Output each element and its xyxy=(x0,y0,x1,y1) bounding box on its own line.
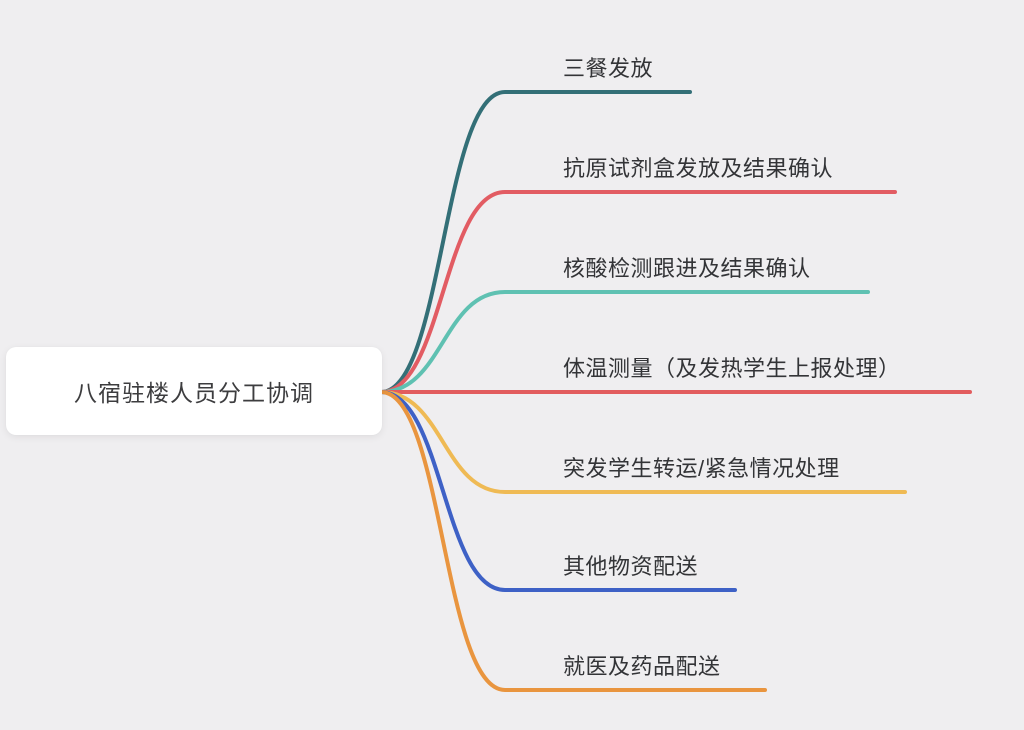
branch-line xyxy=(379,390,737,592)
root-node[interactable]: 八宿驻楼人员分工协调 xyxy=(6,347,382,435)
branch-label-pcr[interactable]: 核酸检测跟进及结果确认 xyxy=(563,256,811,281)
branch-line xyxy=(379,290,870,394)
branch-label-meals[interactable]: 三餐发放 xyxy=(563,56,654,81)
branch-line xyxy=(379,390,767,692)
branch-line xyxy=(379,390,907,494)
branch-label-antigen[interactable]: 抗原试剂盒发放及结果确认 xyxy=(563,156,834,181)
branch-line xyxy=(379,90,692,394)
branch-line xyxy=(379,190,897,394)
root-node-label: 八宿驻楼人员分工协调 xyxy=(74,380,314,406)
branch-label-temperature[interactable]: 体温测量（及发热学生上报处理） xyxy=(563,356,901,381)
branch-label-medical[interactable]: 就医及药品配送 xyxy=(563,654,721,679)
branch-label-supplies[interactable]: 其他物资配送 xyxy=(563,554,699,579)
branch-label-emergency[interactable]: 突发学生转运/紧急情况处理 xyxy=(563,456,840,481)
